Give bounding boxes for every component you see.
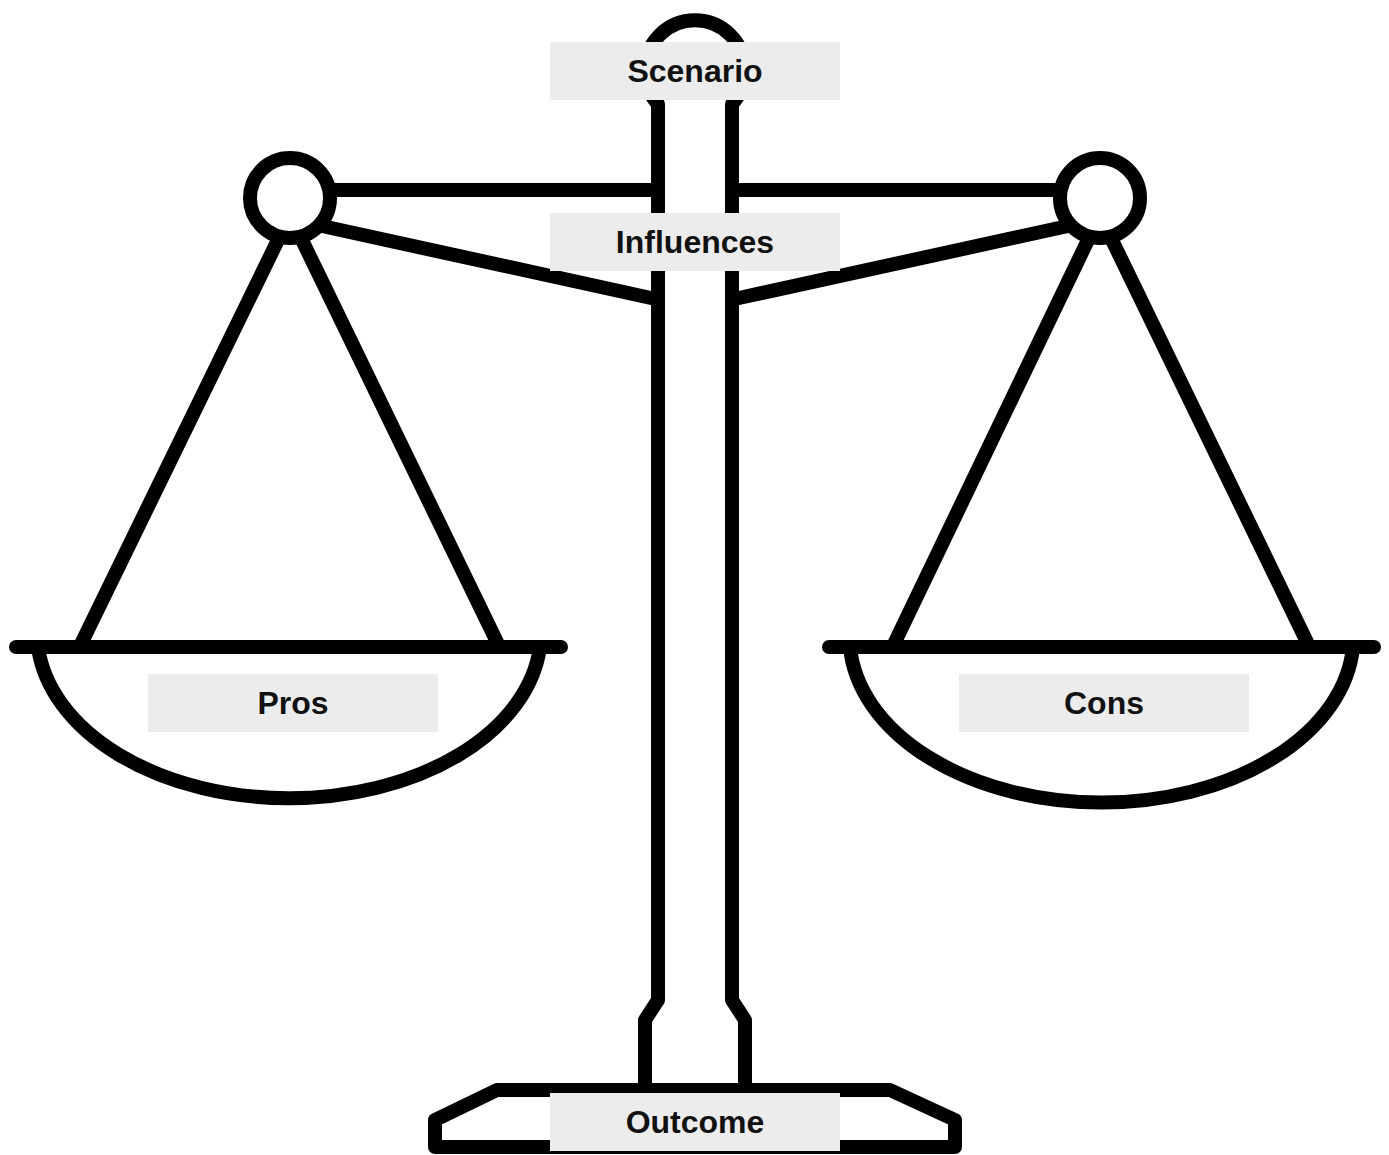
beam-right bbox=[739, 183, 1060, 197]
beam-left bbox=[330, 183, 651, 197]
pivot-right bbox=[1060, 158, 1140, 238]
label-text: Outcome bbox=[626, 1106, 765, 1138]
scale-pole bbox=[645, 20, 745, 1088]
pan-bowl bbox=[850, 647, 1353, 803]
label-box: Pros bbox=[148, 674, 438, 732]
label-box: Cons bbox=[959, 674, 1249, 732]
string bbox=[82, 240, 278, 642]
label-text: Scenario bbox=[627, 55, 762, 87]
string bbox=[895, 240, 1088, 642]
pan-rim bbox=[829, 640, 1374, 654]
label-box: Influences bbox=[550, 213, 840, 271]
label-text: Cons bbox=[1064, 687, 1144, 719]
string bbox=[302, 240, 497, 642]
pan-bowl bbox=[38, 647, 540, 798]
string bbox=[1112, 240, 1307, 642]
label-text: Influences bbox=[616, 226, 774, 258]
label-text: Pros bbox=[257, 687, 328, 719]
label-box: Outcome bbox=[550, 1093, 840, 1151]
pan-rim bbox=[16, 640, 561, 654]
label-box: Scenario bbox=[550, 42, 840, 100]
pivot-left bbox=[250, 158, 330, 238]
